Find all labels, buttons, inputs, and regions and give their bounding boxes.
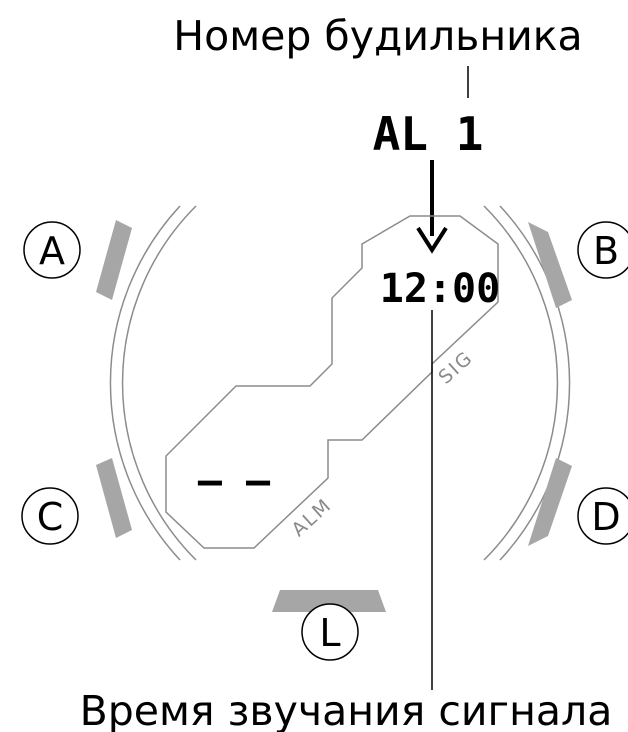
button-b-label: B [593, 229, 619, 273]
alarm-dashes-display: – – [198, 458, 271, 504]
display-outline [165, 215, 499, 549]
button-d[interactable]: D [577, 487, 628, 545]
button-b-shape[interactable] [528, 222, 572, 308]
side-buttons [96, 220, 572, 612]
button-d-shape[interactable] [528, 458, 572, 546]
alm-label: ALM [288, 494, 337, 541]
alarm-time-display: 12:00 [380, 266, 500, 312]
button-a-label: A [39, 229, 65, 273]
case-right-outer-arc [499, 205, 571, 561]
button-c-shape[interactable] [96, 458, 132, 538]
button-a-shape[interactable] [96, 220, 132, 300]
button-c-label: C [37, 495, 64, 539]
button-l-shape[interactable] [272, 590, 386, 612]
alarm-number-caption: Номер будильника [173, 12, 582, 60]
button-d-circle [577, 487, 628, 545]
case-left-inner-arc [121, 205, 197, 561]
button-a[interactable]: A [23, 221, 81, 279]
case-right-inner-arc [483, 205, 559, 561]
case-left-outer-arc [109, 205, 181, 561]
button-a-circle [23, 221, 81, 279]
alarm-id-display: AL 1 [373, 107, 484, 161]
alarm-time-caption: Время звучания сигнала [80, 687, 613, 732]
button-l-label: L [319, 611, 340, 655]
button-d-label: D [591, 495, 620, 539]
sig-label: SIG [434, 347, 477, 389]
pointer-arrow-head-icon [416, 226, 448, 254]
button-b[interactable]: B [577, 221, 628, 279]
button-b-circle [577, 221, 628, 279]
button-l[interactable]: L [301, 603, 359, 661]
button-c-circle [21, 487, 79, 545]
button-l-circle [301, 603, 359, 661]
watch-case [109, 205, 571, 561]
button-c[interactable]: C [21, 487, 79, 545]
